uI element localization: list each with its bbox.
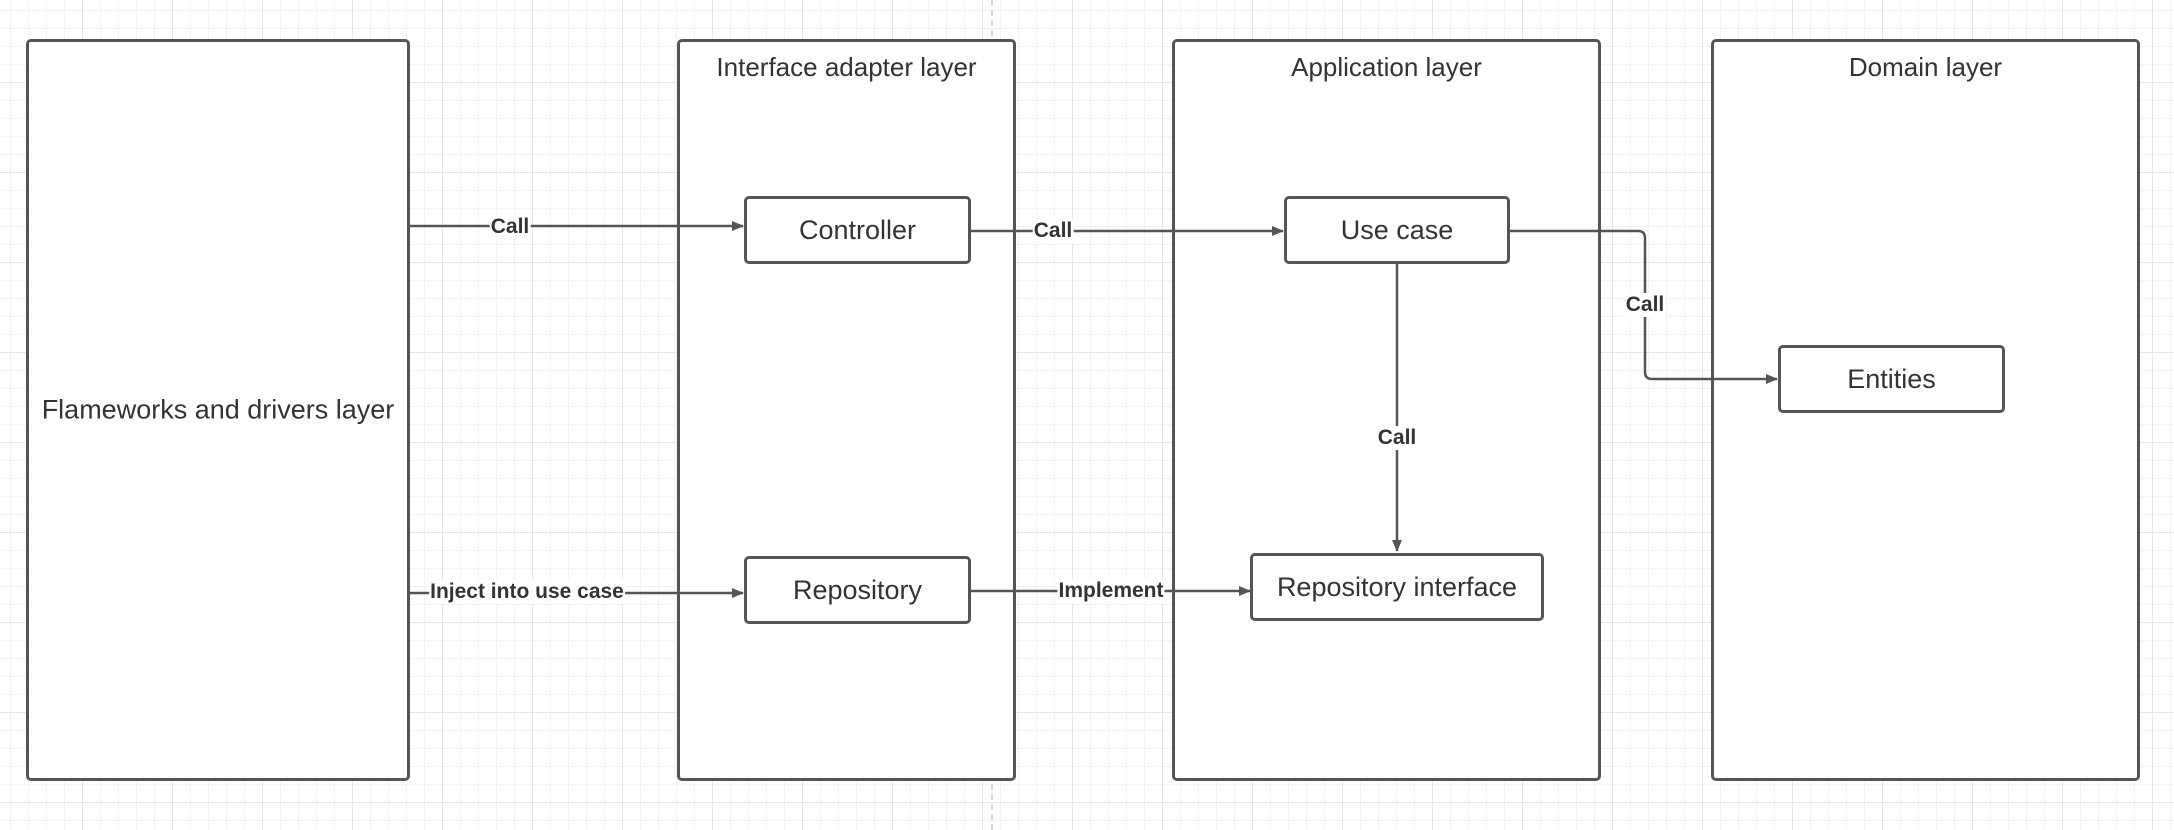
entities-node[interactable]: Entities [1778,345,2005,413]
repository-interface-label: Repository interface [1276,571,1518,602]
application-layer-title: Application layer [1291,52,1482,82]
edge-label-frameworks-to-controller: Call [489,215,531,239]
use-case-label: Use case [1340,214,1454,245]
use-case-node[interactable]: Use case [1284,196,1510,264]
application-layer[interactable]: Application layer [1172,39,1601,781]
controller-node[interactable]: Controller [744,196,971,264]
frameworks-layer-label: Flameworks and drivers layer [41,394,395,425]
edge-label-use-case-to-entities: Call [1624,293,1666,317]
interface-adapter-layer-title: Interface adapter layer [716,52,977,82]
edge-label-repository-to-repository-interface: Implement [1057,579,1165,603]
entities-label: Entities [1847,363,1936,394]
domain-layer-title: Domain layer [1848,52,2003,82]
repository-interface-node[interactable]: Repository interface [1250,553,1544,621]
interface-adapter-layer[interactable]: Interface adapter layer [677,39,1016,781]
frameworks-layer[interactable]: Flameworks and drivers layer [26,39,410,781]
controller-label: Controller [798,214,917,245]
edge-label-use-case-to-repository-interface: Call [1376,426,1418,450]
repository-node[interactable]: Repository [744,556,971,624]
edge-label-controller-to-use-case: Call [1032,219,1074,243]
repository-label: Repository [792,574,923,605]
edge-label-frameworks-to-repository: Inject into use case [429,580,625,604]
